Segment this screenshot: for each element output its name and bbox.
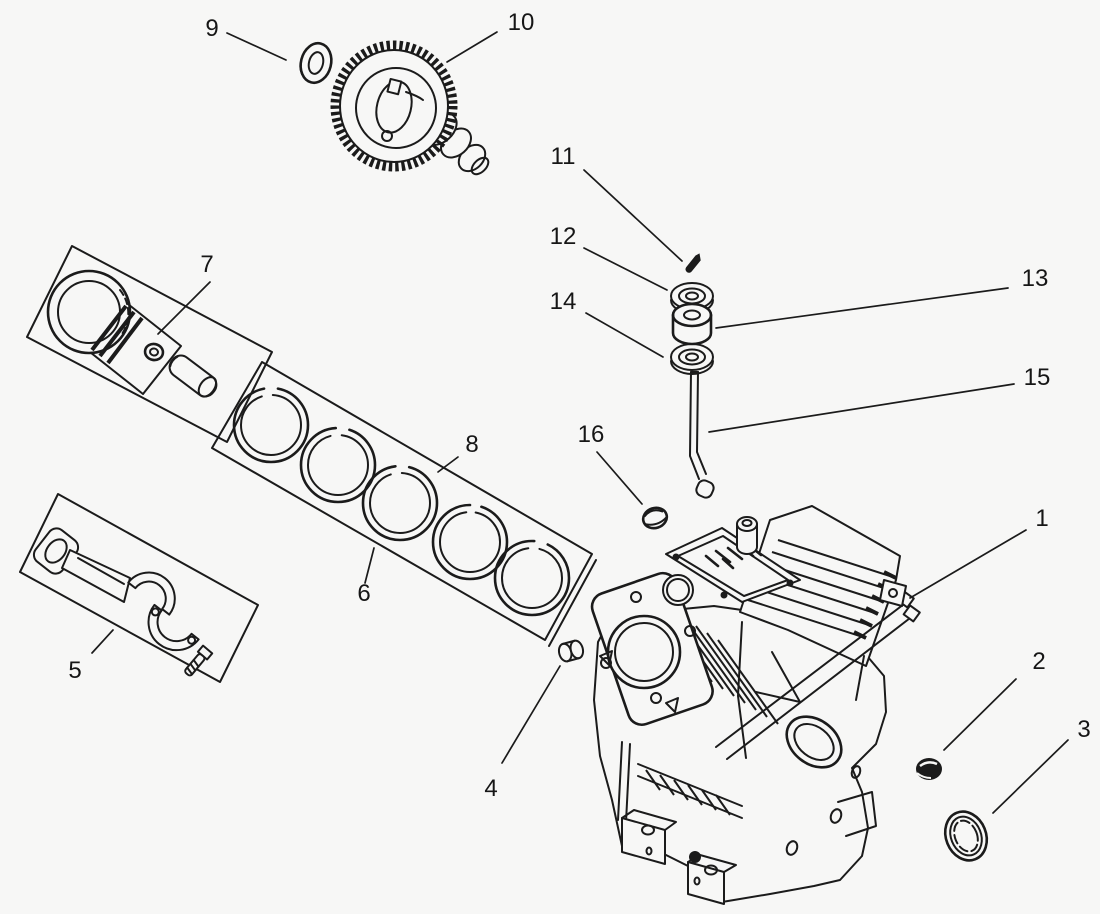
leader-13 (715, 287, 1009, 329)
leader-16 (596, 451, 643, 505)
part-10-camshaft-gear (330, 40, 490, 176)
rod-bolt (184, 644, 214, 677)
filler-neck (736, 516, 758, 555)
callout-12: 12 (549, 223, 577, 250)
connecting-rod-box (19, 493, 259, 683)
part-14-washer (670, 343, 714, 375)
leader-10 (446, 31, 498, 63)
leader-12 (583, 247, 668, 291)
callout-5: 5 (68, 657, 82, 684)
callout-15: 15 (1023, 364, 1051, 391)
part-15-dipstick-tube (689, 371, 715, 499)
leader-3 (992, 739, 1069, 814)
part-9-washer (299, 41, 333, 85)
callout-2: 2 (1032, 648, 1046, 675)
leader-lines (91, 31, 1069, 814)
leader-8 (437, 456, 459, 473)
callout-6: 6 (357, 580, 371, 607)
part-16-plug (641, 506, 669, 530)
leader-2 (943, 678, 1017, 751)
callout-11: 11 (550, 143, 576, 170)
part-3-oil-seal (943, 810, 989, 862)
callout-8: 8 (465, 431, 479, 458)
piston (46, 269, 182, 395)
mounting-foot-left (621, 809, 677, 865)
leader-9 (226, 32, 287, 61)
callout-14: 14 (549, 288, 577, 315)
callout-7: 7 (200, 251, 214, 278)
part-11-pin (685, 253, 701, 273)
mounting-foot-center (687, 854, 737, 905)
ring-set-box (211, 361, 597, 647)
callout-10: 10 (507, 9, 535, 36)
leader-4 (501, 665, 561, 764)
leader-1 (909, 529, 1027, 599)
part-4-dowel-pin (557, 639, 585, 663)
part-6-8-piston-rings (232, 386, 571, 617)
callout-13: 13 (1021, 265, 1049, 292)
leader-5 (91, 629, 114, 654)
part-7-piston-pin (168, 354, 218, 398)
leader-14 (585, 312, 664, 358)
part-2-plug (916, 758, 942, 780)
leader-7 (157, 281, 211, 335)
callout-4: 4 (484, 775, 498, 802)
rod-cap (147, 603, 200, 652)
leader-6 (364, 547, 375, 584)
piston-group-box (26, 245, 273, 443)
part-1-crankcase-block (590, 505, 921, 905)
part-7-retaining-ring (143, 342, 165, 362)
callout-1: 1 (1035, 505, 1049, 532)
leader-11 (583, 169, 683, 262)
callout-16: 16 (577, 421, 605, 448)
part-13-spool (671, 302, 713, 346)
callout-9: 9 (205, 15, 219, 42)
callout-3: 3 (1077, 716, 1091, 743)
part-5-connecting-rod (32, 527, 214, 677)
leader-15 (708, 383, 1015, 433)
